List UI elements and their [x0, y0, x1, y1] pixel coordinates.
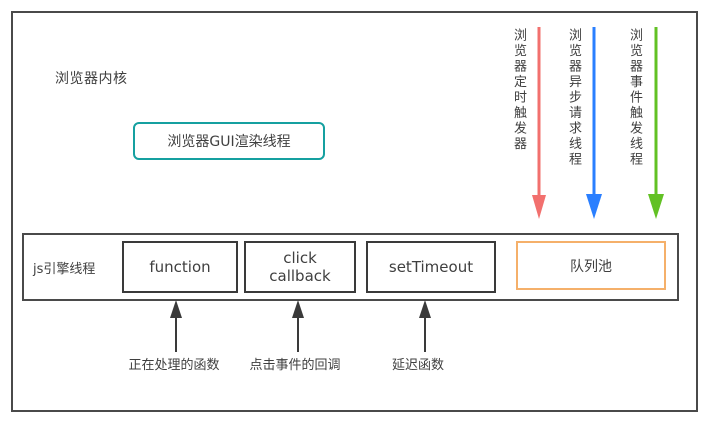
event-trigger-thread-label: 浏览器事件触发线程 [627, 28, 642, 168]
browser-kernel-frame [11, 11, 698, 412]
callout-click-callback-label: 点击事件的回调 [249, 358, 341, 373]
queue-pool-box: 队列池 [516, 241, 666, 290]
callout-click-callback-arrow-icon [291, 300, 305, 352]
js-engine-thread-label: js引擎线程 [33, 262, 96, 277]
timer-trigger-arrow-icon [531, 27, 547, 219]
async-request-arrow-icon [586, 27, 602, 219]
settimeout-box: setTimeout [366, 241, 496, 293]
function-box: function [122, 241, 238, 293]
browser-kernel-label: 浏览器内核 [55, 71, 128, 87]
event-trigger-arrow-icon [648, 27, 664, 219]
callout-settimeout-arrow-icon [418, 300, 432, 352]
gui-render-thread-box: 浏览器GUI渲染线程 [133, 122, 325, 160]
callout-function-label: 正在处理的函数 [128, 358, 220, 373]
click-callback-box: click callback [244, 241, 356, 293]
callout-settimeout-label: 延迟函数 [391, 358, 444, 373]
timer-trigger-thread-label: 浏览器定时触发器 [511, 28, 526, 152]
callout-function-arrow-icon [169, 300, 183, 352]
async-request-thread-label: 浏览器异步请求线程 [566, 28, 581, 168]
